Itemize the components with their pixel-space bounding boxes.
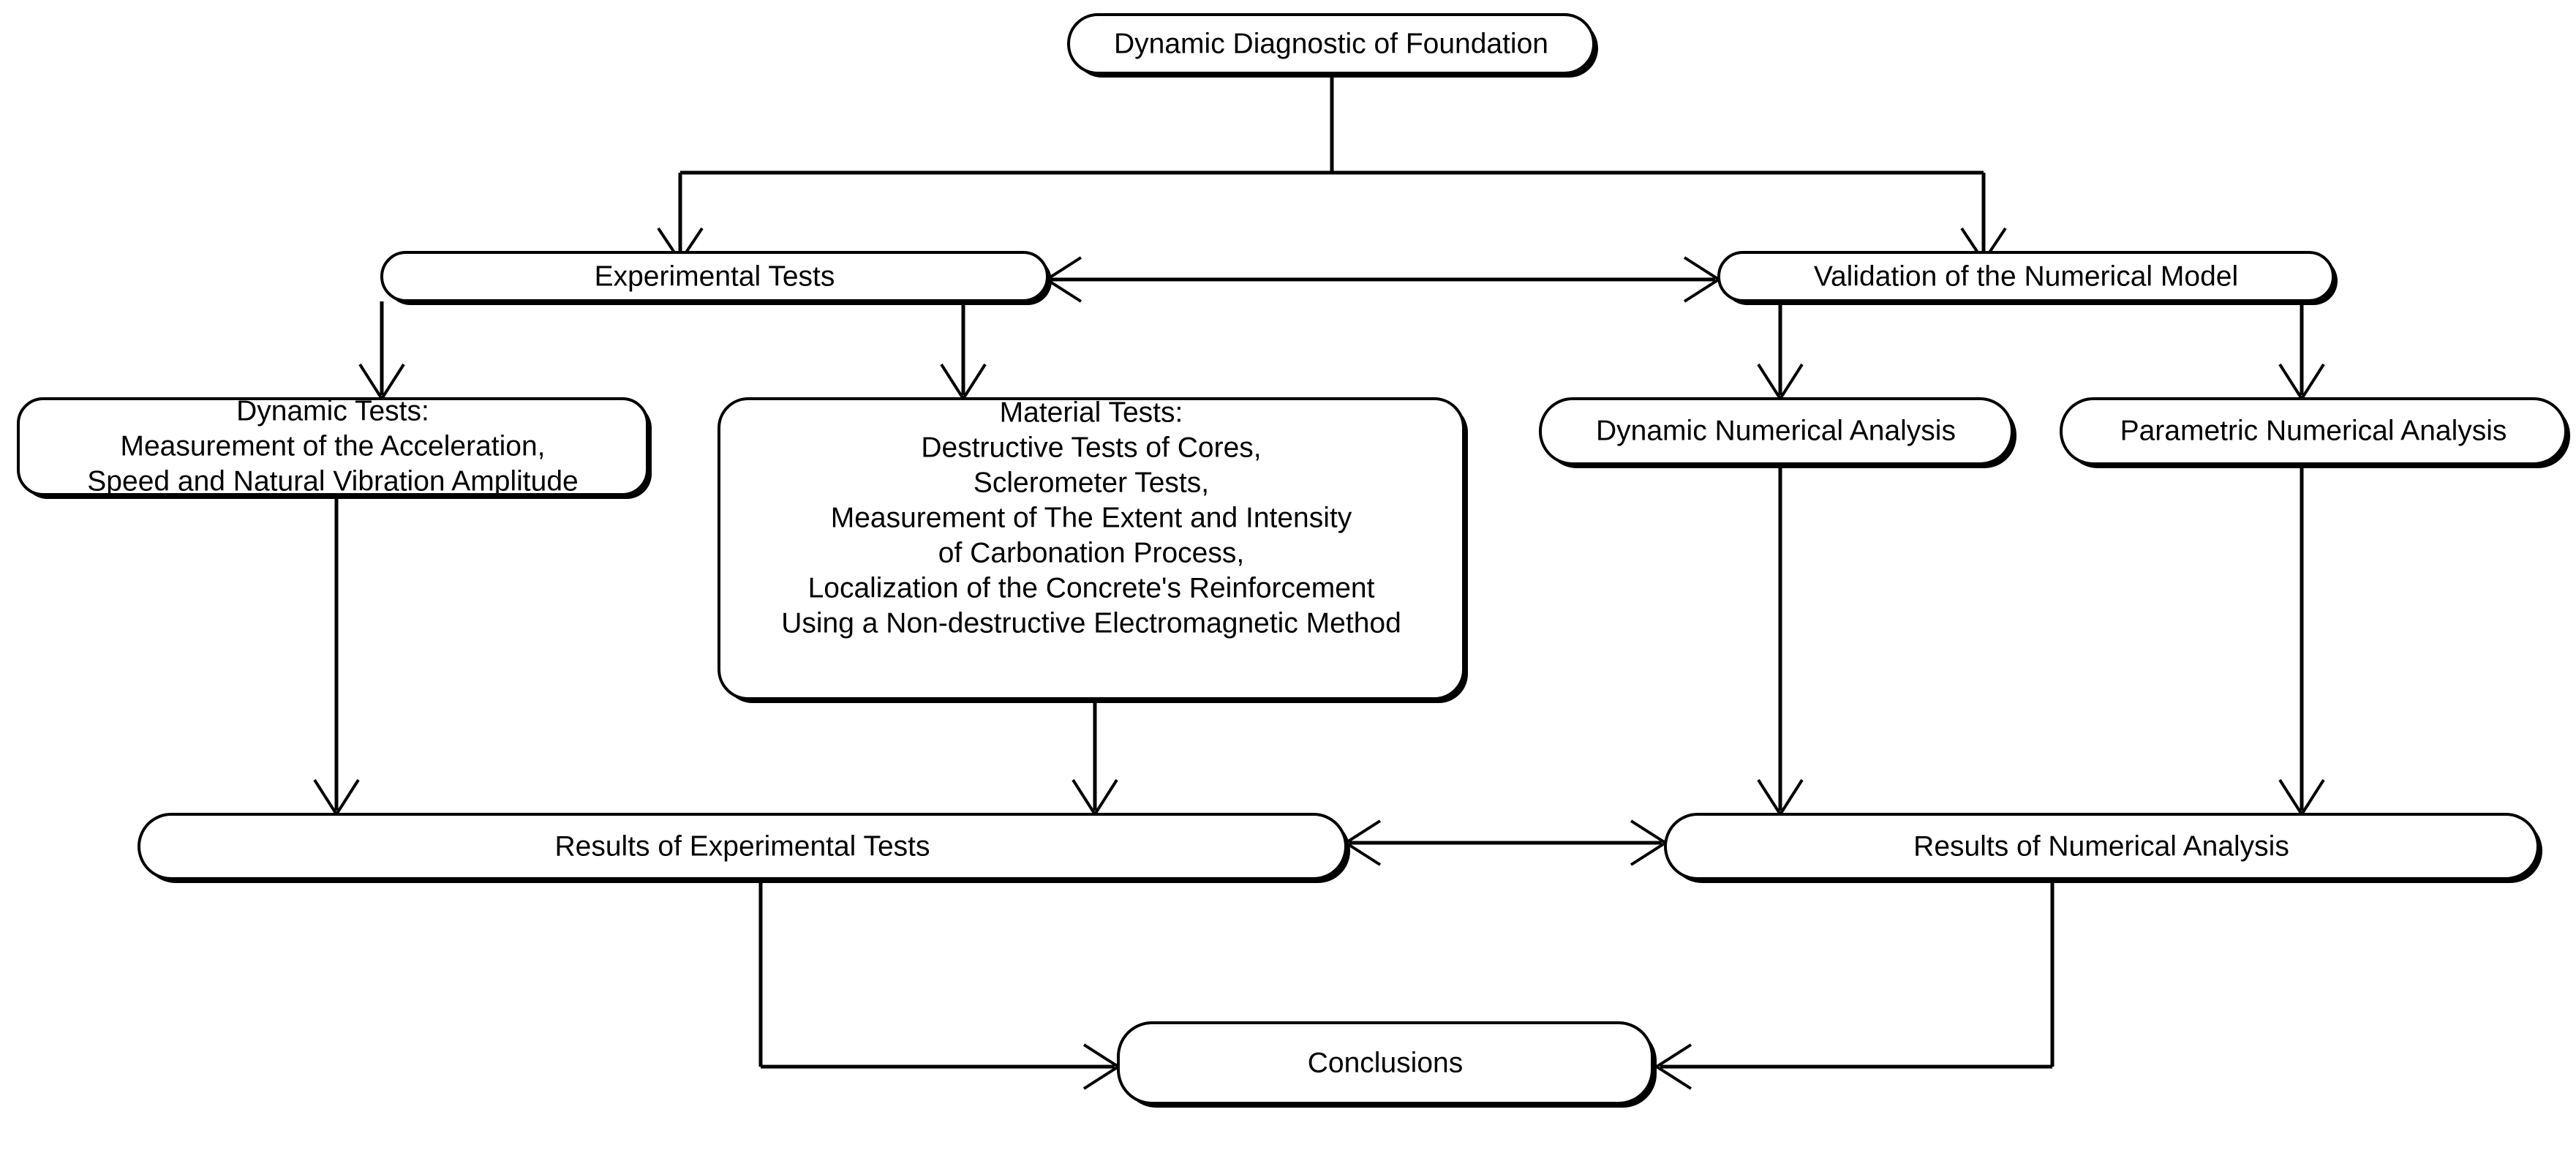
node-label-material-tests-line1: Material Tests: — [1000, 397, 1183, 428]
node-validation-of-the-numerical-model[interactable]: Validation of the Numerical Model — [1717, 251, 2338, 305]
node-dynamic-diagnostic-of-foundation[interactable]: Dynamic Diagnostic of Foundation — [1067, 13, 1598, 78]
node-dynamic-numerical-analysis[interactable]: Dynamic Numerical Analysis — [1539, 397, 2016, 468]
edge-experimental-tests-to-validation — [1044, 256, 1722, 303]
node-label-material-tests-line7: Using a Non-destructive Electromagnetic … — [781, 607, 1401, 639]
node-label-parametric-numerical: Parametric Numerical Analysis — [2120, 415, 2507, 446]
node-label-dynamic-tests-line1: Dynamic Tests: — [236, 395, 429, 427]
node-results-of-experimental-tests[interactable]: Results of Experimental Tests — [138, 813, 1350, 883]
node-label-material-tests-line6: Localization of the Concrete's Reinforce… — [808, 572, 1375, 604]
node-label-conclusions: Conclusions — [1308, 1047, 1463, 1078]
node-label-dynamic-numerical: Dynamic Numerical Analysis — [1596, 415, 1956, 446]
node-label-root: Dynamic Diagnostic of Foundation — [1114, 28, 1548, 59]
node-label-results-numerical: Results of Numerical Analysis — [1913, 830, 2289, 862]
node-label-material-tests-line5: of Carbonation Process, — [938, 537, 1244, 568]
node-label-experimental-tests: Experimental Tests — [595, 260, 835, 292]
edge-results-experimental-to-conclusions — [758, 876, 1121, 1090]
node-dynamic-tests[interactable]: Dynamic Tests: Measurement of the Accele… — [17, 395, 652, 499]
edge-root-to-validation — [1960, 173, 2007, 264]
edge-validation-to-parametric-numerical — [2278, 301, 2325, 402]
edge-experimental-tests-to-dynamic-tests — [358, 301, 405, 402]
node-label-material-tests-line3: Sclerometer Tests, — [973, 467, 1209, 498]
node-label-dynamic-tests-line2: Measurement of the Acceleration, — [121, 430, 546, 462]
edge-validation-to-dynamic-numerical — [1757, 301, 1804, 402]
edge-results-numerical-to-conclusions — [1654, 876, 2055, 1090]
node-experimental-tests[interactable]: Experimental Tests — [380, 251, 1052, 305]
node-material-tests[interactable]: Material Tests: Destructive Tests of Cor… — [718, 397, 1468, 703]
edge-results-experimental-to-results-numerical — [1343, 819, 1668, 866]
node-label-validation: Validation of the Numerical Model — [1814, 260, 2238, 292]
node-label-material-tests-line4: Measurement of The Extent and Intensity — [831, 502, 1352, 533]
edge-parametric-numerical-to-results-numerical — [2278, 468, 2325, 817]
edge-experimental-tests-to-material-tests — [940, 301, 987, 402]
node-label-dynamic-tests-line3: Speed and Natural Vibration Amplitude — [87, 465, 578, 497]
node-label-results-experimental: Results of Experimental Tests — [555, 830, 930, 862]
edge-dynamic-numerical-to-results-numerical — [1757, 468, 1804, 817]
node-results-of-numerical-analysis[interactable]: Results of Numerical Analysis — [1664, 813, 2542, 883]
node-parametric-numerical-analysis[interactable]: Parametric Numerical Analysis — [2060, 397, 2570, 468]
node-conclusions[interactable]: Conclusions — [1117, 1021, 1657, 1108]
edge-root-to-experimental-tests — [657, 72, 1984, 264]
node-label-material-tests-line2: Destructive Tests of Cores, — [921, 432, 1261, 463]
edge-material-tests-to-results-experimental — [1072, 699, 1118, 817]
edge-dynamic-tests-to-results-experimental — [313, 499, 360, 817]
